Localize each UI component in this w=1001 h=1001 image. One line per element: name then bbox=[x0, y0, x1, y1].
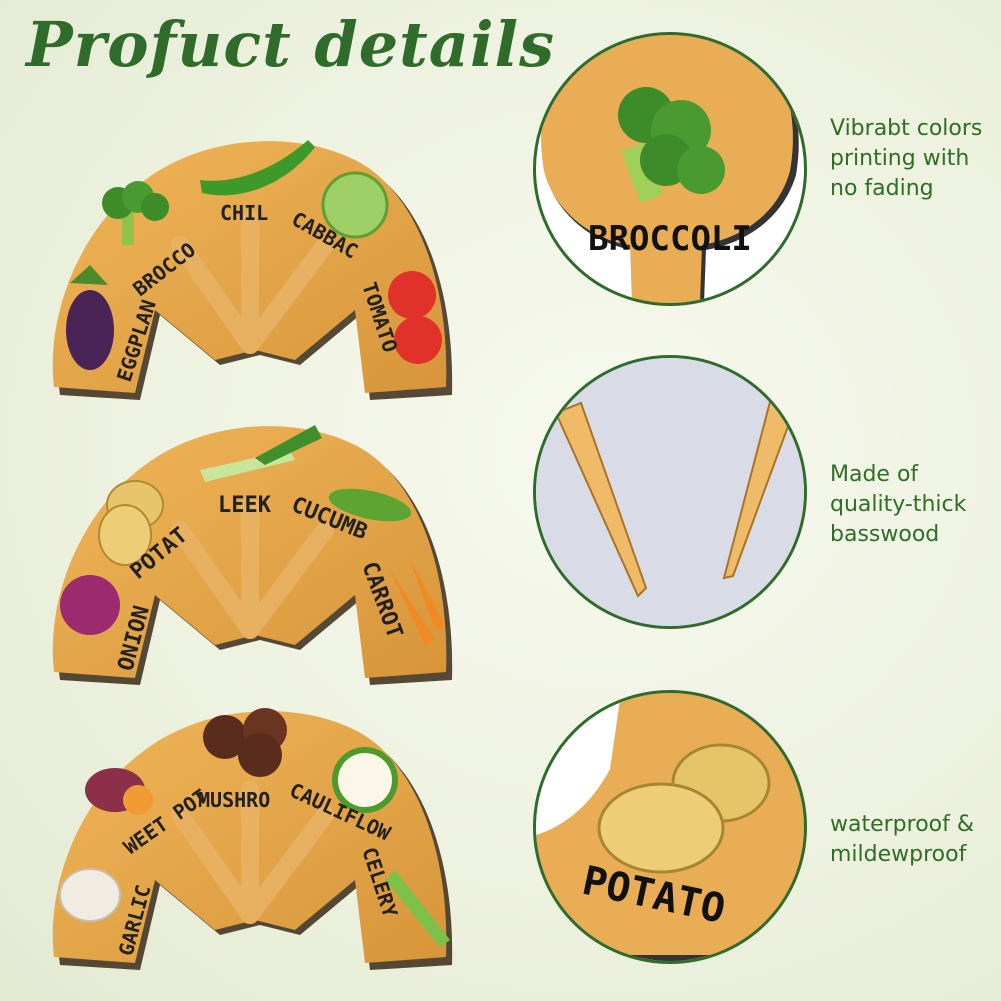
fan2-label-leek: LEEK bbox=[218, 493, 272, 518]
cucumber-icon bbox=[328, 488, 412, 522]
fan3-label-mushroom: MUSHRO bbox=[198, 788, 270, 812]
feature-vibrant-colors: Vibrabt colors printing with no fading bbox=[830, 114, 1000, 204]
feature-quality-basswood: Made of quality-thick basswood bbox=[830, 460, 1000, 550]
carrot-icon bbox=[390, 560, 445, 645]
sweet-potato-icon bbox=[85, 768, 153, 815]
chili-icon bbox=[200, 140, 315, 196]
feature-line: no fading bbox=[830, 176, 934, 201]
fan1-label-chili: CHIL bbox=[220, 201, 268, 225]
celery-icon bbox=[385, 870, 450, 947]
page-title: Profuct details bbox=[26, 8, 555, 81]
feature-line: Vibrabt colors bbox=[830, 116, 983, 141]
tomato-icon bbox=[388, 271, 442, 364]
potato-icon bbox=[98, 480, 164, 566]
feature-line: waterproof & bbox=[830, 812, 975, 837]
feature-line: printing with bbox=[830, 146, 970, 171]
garden-marker-fan-1: EGGPLAN BROCCO CHIL CABBAC TOMATO bbox=[40, 125, 460, 415]
closeup-broccoli-marker: BROCCOLI bbox=[533, 32, 807, 306]
broccoli-icon bbox=[102, 181, 169, 245]
broccoli-icon bbox=[618, 87, 725, 203]
closeup-basswood-stakes bbox=[533, 355, 807, 629]
closeup-broccoli-label: BROCCOLI bbox=[588, 219, 752, 259]
garden-marker-fan-2: ONION POTAT LEEK CUCUMB CARROT bbox=[40, 410, 460, 700]
garden-marker-fan-3: GARLIC WEET POT MUSHRO CAULIFLOW CELERY bbox=[40, 695, 460, 985]
closeup-potato-marker: POTATO bbox=[533, 690, 807, 964]
cauliflower-icon bbox=[332, 747, 398, 813]
feature-line: mildewproof bbox=[830, 842, 967, 867]
feature-line: quality-thick bbox=[830, 492, 967, 517]
mushroom-icon bbox=[203, 708, 287, 777]
cabbage-icon bbox=[321, 171, 389, 239]
leek-icon bbox=[200, 425, 322, 482]
potato-icon bbox=[597, 743, 771, 874]
wooden-stake-icon bbox=[554, 396, 796, 598]
feature-line: Made of bbox=[830, 462, 919, 487]
feature-line: basswood bbox=[830, 522, 940, 547]
onion-icon bbox=[60, 575, 120, 635]
feature-waterproof: waterproof & mildewproof bbox=[830, 810, 1000, 870]
eggplant-icon bbox=[66, 265, 114, 370]
garlic-icon bbox=[59, 868, 121, 922]
